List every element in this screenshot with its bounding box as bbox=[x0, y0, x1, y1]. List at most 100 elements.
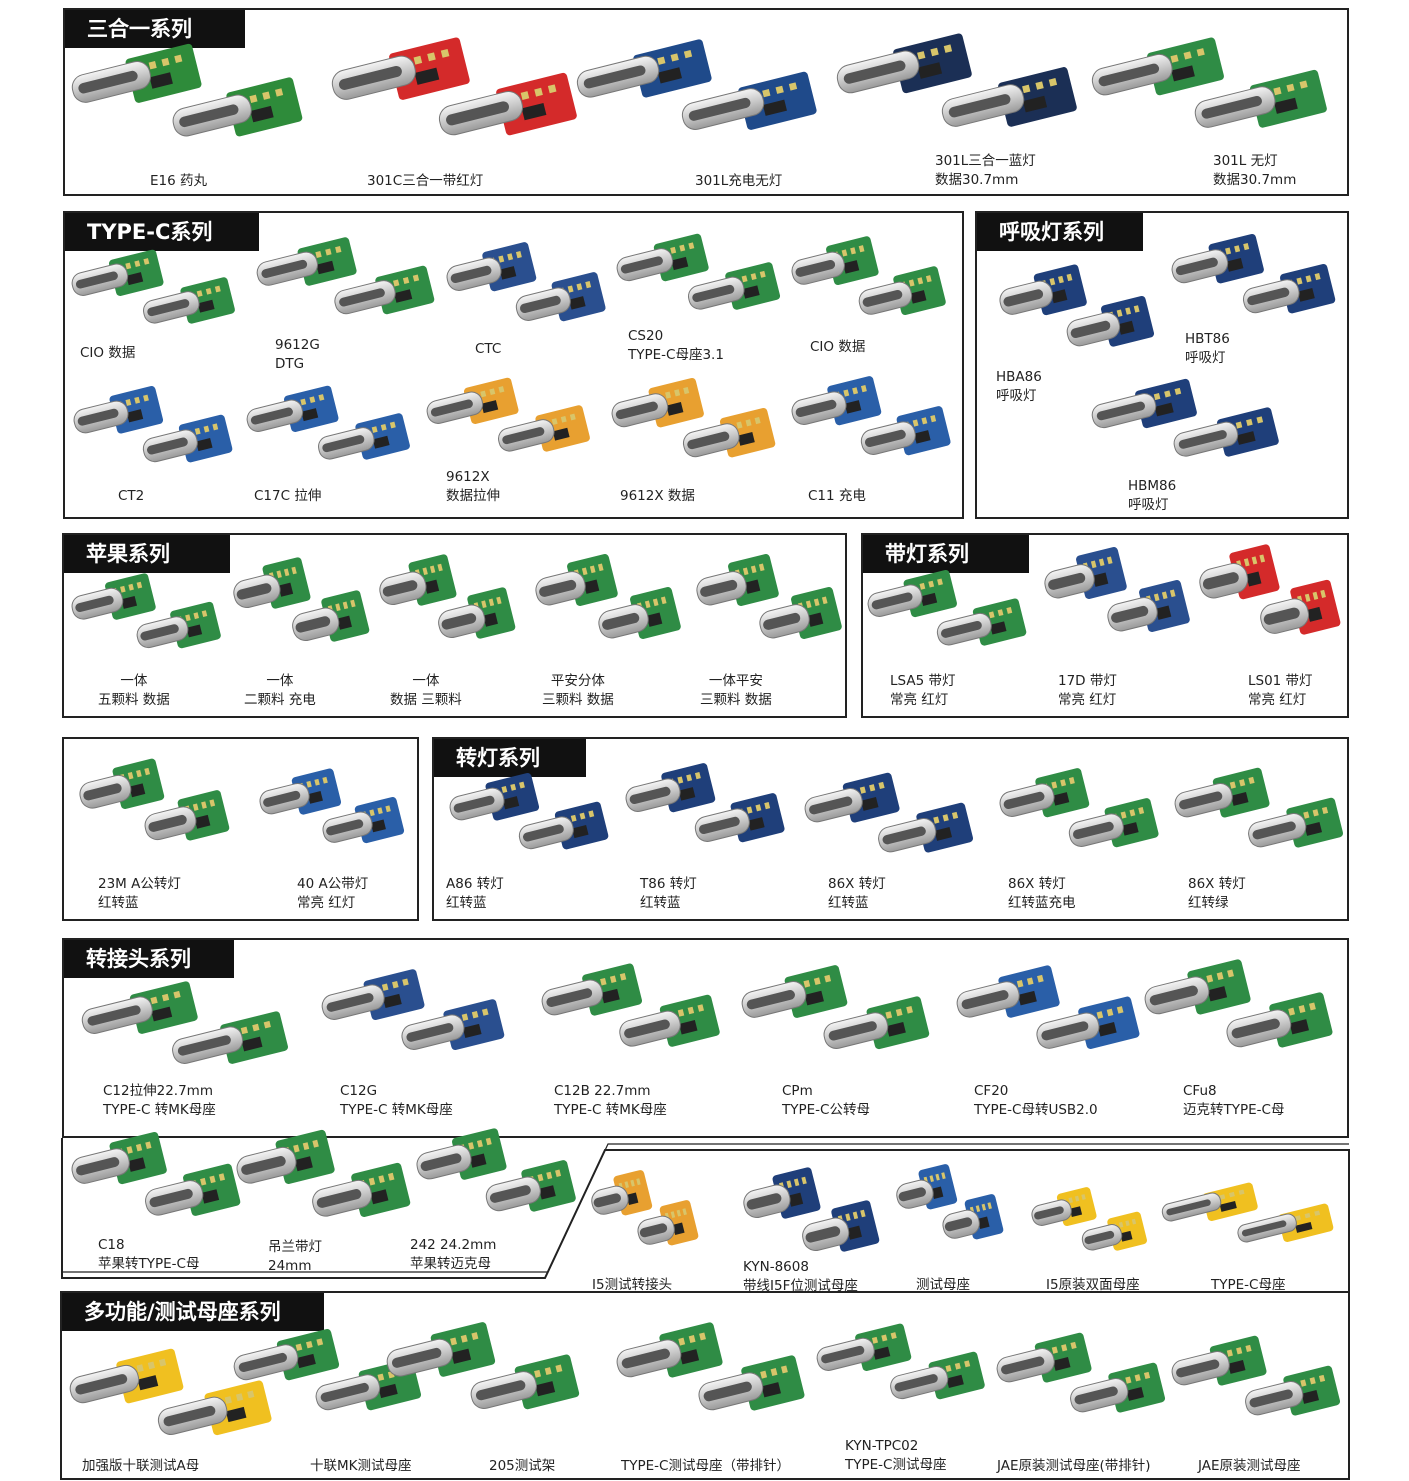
product-caption: 一体五颗料 数据 bbox=[98, 672, 170, 710]
caption-line: JAE原装测试母座(带排针) bbox=[997, 1458, 1151, 1474]
product-photo bbox=[71, 1131, 241, 1216]
caption-line: TYPE-C 转MK母座 bbox=[103, 1102, 216, 1118]
caption-line: LSA5 带灯 bbox=[890, 673, 956, 689]
product-photo bbox=[446, 242, 606, 322]
product-caption: 加强版十联测试A母 bbox=[82, 1457, 199, 1476]
product-photo bbox=[331, 37, 577, 136]
product-photo bbox=[591, 1170, 699, 1246]
caption-line: 测试母座 bbox=[916, 1277, 970, 1293]
product-caption: 一体二颗料 充电 bbox=[244, 672, 316, 710]
caption-line: TYPE-C母座3.1 bbox=[628, 347, 724, 363]
caption-line: I5测试转接头 bbox=[592, 1277, 673, 1293]
caption-line: 9612X 数据 bbox=[620, 488, 695, 504]
caption-line: 一体 bbox=[266, 673, 294, 689]
section-title: 带灯系列 bbox=[863, 535, 1029, 573]
product-photo bbox=[1144, 959, 1333, 1048]
caption-line: CTC bbox=[475, 341, 502, 357]
product-caption: LSA5 带灯常亮 红灯 bbox=[890, 672, 955, 710]
product-photo bbox=[741, 965, 930, 1050]
product-caption: HBA86 呼吸灯 bbox=[996, 368, 1042, 406]
caption-line: HBA86 bbox=[996, 369, 1042, 385]
caption-line: 呼吸灯 bbox=[996, 388, 1037, 404]
product-photo bbox=[386, 1322, 580, 1410]
caption-line: 红转蓝 bbox=[98, 895, 139, 911]
product-caption: 十联MK测试母座 bbox=[310, 1457, 412, 1476]
product-photo bbox=[999, 768, 1159, 848]
caption-line: 数据30.7mm bbox=[935, 172, 1019, 188]
caption-line: 40 A公带灯 bbox=[297, 876, 369, 892]
product-photo bbox=[1161, 1182, 1334, 1243]
caption-line: 十联MK测试母座 bbox=[310, 1458, 412, 1474]
product-photo bbox=[836, 33, 1077, 127]
product-photo bbox=[1199, 544, 1341, 635]
caption-line: 9612G bbox=[275, 337, 320, 353]
product-caption: 一体数据 三颗料 bbox=[390, 672, 462, 710]
product-caption: 242 24.2mm 苹果转迈克母 bbox=[410, 1236, 496, 1274]
caption-line: 数据拉伸 bbox=[446, 488, 500, 504]
caption-line: T86 转灯 bbox=[640, 876, 697, 892]
caption-line: C18 bbox=[98, 1237, 125, 1253]
caption-line: 三颗料 数据 bbox=[542, 692, 614, 708]
product-photo bbox=[999, 264, 1155, 347]
caption-line: 常亮 红灯 bbox=[890, 692, 949, 708]
caption-line: 242 24.2mm bbox=[410, 1237, 497, 1253]
product-caption: 40 A公带灯常亮 红灯 bbox=[297, 875, 368, 913]
caption-line: 205测试架 bbox=[489, 1458, 556, 1474]
caption-line: CIO 数据 bbox=[80, 345, 136, 361]
caption-line: C12拉伸22.7mm bbox=[103, 1083, 213, 1099]
product-photo bbox=[71, 573, 221, 649]
caption-line: LS01 带灯 bbox=[1248, 673, 1313, 689]
product-caption: 301C三合一带红灯 bbox=[367, 172, 483, 191]
caption-line: 苹果转迈克母 bbox=[410, 1256, 491, 1272]
caption-line: 红转绿 bbox=[1188, 895, 1229, 911]
caption-line: 平安分体 bbox=[550, 673, 605, 689]
product-photo bbox=[616, 233, 781, 310]
product-photo bbox=[1091, 378, 1279, 457]
product-photo bbox=[79, 758, 230, 841]
product-photo bbox=[816, 1323, 985, 1400]
product-photo bbox=[426, 377, 590, 452]
product-caption: 86X 转灯红转绿 bbox=[1188, 875, 1246, 913]
caption-line: TYPE-C 转MK母座 bbox=[554, 1102, 667, 1118]
product-photo bbox=[804, 772, 974, 853]
product-caption: I5原装双面母座 bbox=[1046, 1276, 1140, 1295]
caption-line: 红转蓝充电 bbox=[1008, 895, 1076, 911]
product-photo bbox=[611, 377, 776, 458]
caption-line: 常亮 红灯 bbox=[1058, 692, 1117, 708]
product-photo bbox=[996, 1332, 1166, 1413]
product-photo bbox=[1174, 767, 1344, 848]
product-caption: CIO 数据 bbox=[80, 344, 135, 363]
product-photo bbox=[321, 969, 505, 1051]
caption-line: 23M A公转灯 bbox=[98, 876, 181, 892]
product-photo bbox=[69, 1348, 272, 1436]
caption-line: 五颗料 数据 bbox=[98, 692, 170, 708]
product-photo bbox=[71, 249, 235, 324]
product-caption: 301L三合一蓝灯数据30.7mm bbox=[935, 152, 1036, 190]
caption-line: 三颗料 数据 bbox=[700, 692, 772, 708]
product-caption: CT2 bbox=[118, 487, 144, 506]
product-photo bbox=[1044, 546, 1190, 632]
caption-line: TYPE-C测试母座 bbox=[845, 1457, 947, 1473]
caption-line: 常亮 红灯 bbox=[297, 895, 356, 911]
product-photo bbox=[1091, 37, 1327, 128]
caption-line: 17D 带灯 bbox=[1058, 673, 1117, 689]
caption-line: 301L充电无灯 bbox=[695, 173, 783, 189]
product-caption: TYPE-C母座 bbox=[1211, 1276, 1285, 1295]
product-caption: CTC bbox=[475, 340, 501, 359]
product-caption: TYPE-C测试母座（带排针） bbox=[621, 1457, 790, 1476]
caption-line: 带线I5F位测试母座 bbox=[743, 1278, 858, 1294]
caption-line: 一体平安 bbox=[708, 673, 763, 689]
caption-line: TYPE-C测试母座（带排针） bbox=[621, 1458, 790, 1474]
caption-line: 加强版十联测试A母 bbox=[82, 1458, 200, 1474]
product-photo bbox=[867, 569, 1027, 646]
caption-line: 一体 bbox=[412, 673, 440, 689]
